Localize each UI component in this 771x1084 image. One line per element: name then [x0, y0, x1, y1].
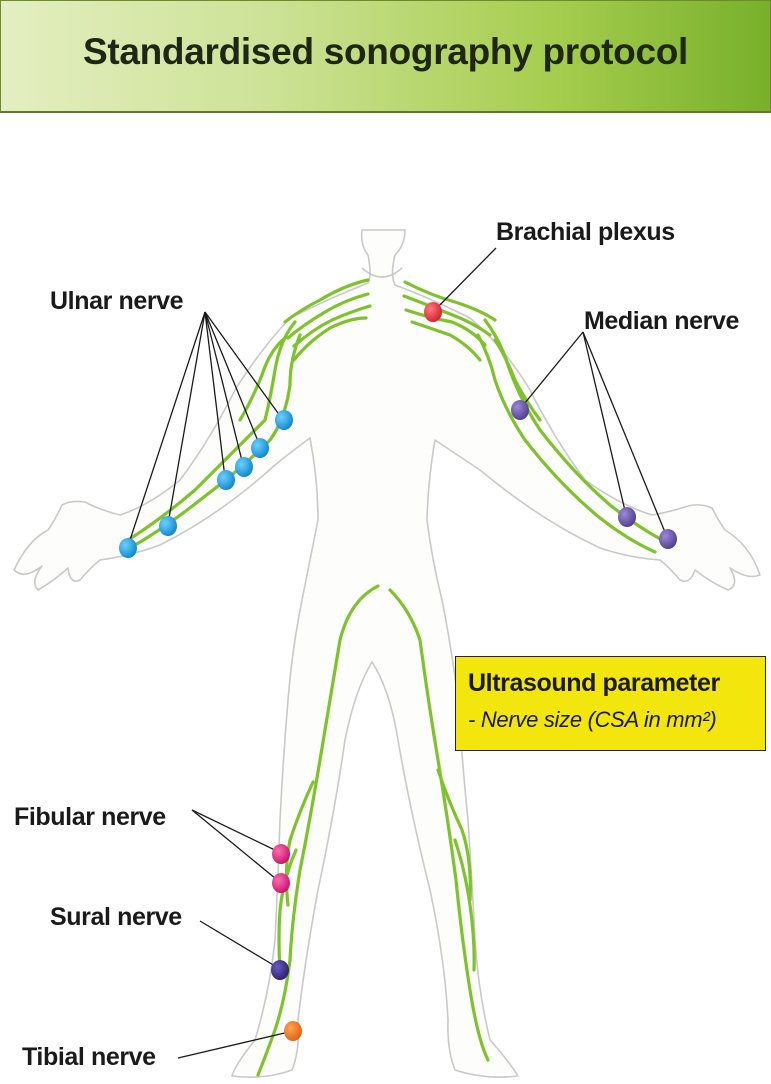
label-sural-nerve: Sural nerve — [50, 903, 182, 932]
parameter-item: - Nerve size (CSA in mm²) — [468, 707, 716, 733]
median-marker — [511, 400, 529, 420]
fibular-marker — [272, 844, 290, 864]
label-brachial-plexus: Brachial plexus — [496, 218, 675, 247]
ulnar-marker — [235, 457, 253, 477]
label-ulnar-nerve: Ulnar nerve — [50, 287, 183, 316]
fibular-marker — [272, 873, 290, 893]
label-median-nerve: Median nerve — [584, 307, 739, 336]
page-title: Standardised sonography protocol — [1, 31, 770, 73]
sural-nerve-marker — [271, 960, 289, 980]
body-silhouette — [14, 230, 760, 1077]
parameter-title: Ultrasound parameter — [468, 669, 720, 698]
tibial-nerve-marker — [284, 1021, 302, 1041]
median-marker — [659, 529, 677, 549]
label-tibial-nerve: Tibial nerve — [22, 1043, 156, 1072]
label-fibular-nerve: Fibular nerve — [14, 803, 166, 832]
median-marker — [618, 507, 636, 527]
ulnar-marker — [159, 516, 177, 536]
ulnar-marker — [251, 438, 269, 458]
ultrasound-parameter-box: Ultrasound parameter - Nerve size (CSA i… — [455, 656, 766, 751]
ulnar-marker — [119, 538, 137, 558]
body-nerve-diagram — [0, 112, 771, 1084]
ulnar-marker — [217, 470, 235, 490]
ulnar-marker — [275, 410, 293, 430]
header-banner: Standardised sonography protocol — [0, 0, 771, 113]
brachial-plexus-marker — [424, 302, 442, 322]
